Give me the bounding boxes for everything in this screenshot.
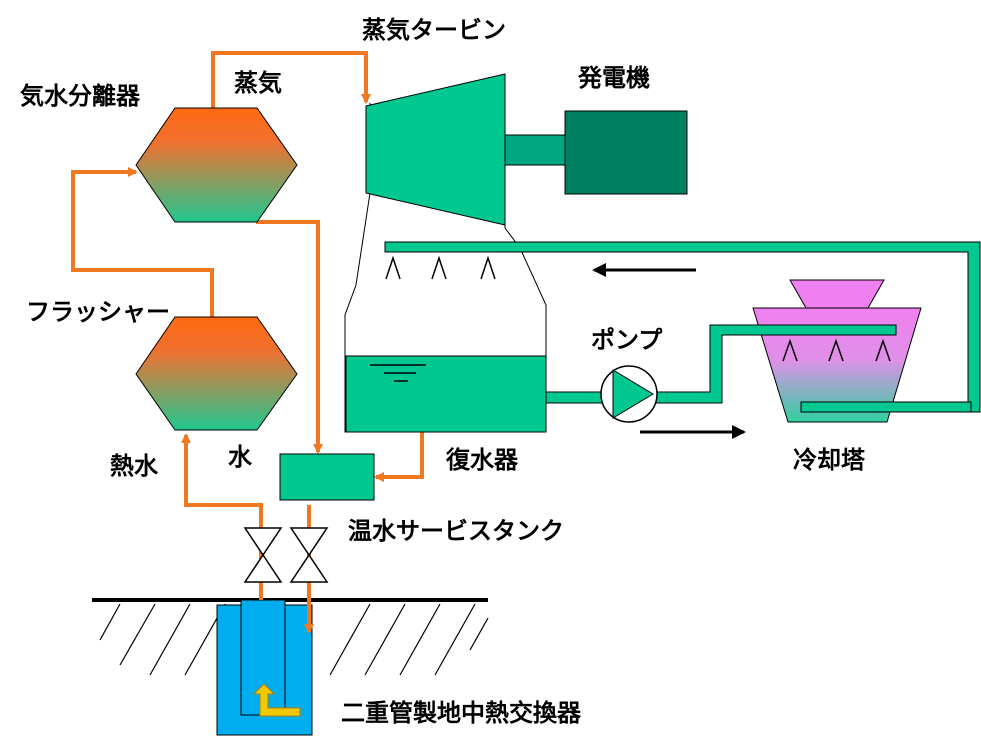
label-hot-water: 熱水 xyxy=(110,452,159,480)
tower-outlet-pipe xyxy=(800,401,972,413)
flasher-vessel xyxy=(135,316,298,431)
label-flasher: フラッシャー xyxy=(26,298,170,326)
tower-spray-nozzles xyxy=(782,338,891,362)
condenser xyxy=(344,103,547,433)
water-level-icon xyxy=(370,364,426,382)
label-hot-water-tank: 温水サービスタンク xyxy=(348,517,564,545)
valve-left-icon[interactable] xyxy=(243,527,283,583)
pipe-water-to-tank xyxy=(256,220,323,454)
label-cooling-tower: 冷却塔 xyxy=(793,446,866,474)
steam-turbine xyxy=(365,73,506,226)
hot-pipes xyxy=(71,51,424,634)
ground-hatching xyxy=(99,603,489,676)
condenser-spray-nozzles xyxy=(385,255,496,280)
label-steam: 蒸気 xyxy=(234,69,282,97)
upflow-arrow-icon xyxy=(252,683,301,717)
pipe-steam xyxy=(211,51,371,108)
turbine-shaft xyxy=(504,134,566,166)
ground-heat-exchanger xyxy=(216,599,313,736)
hot-water-tank xyxy=(279,453,375,501)
label-steam-turbine: 蒸気タービン xyxy=(362,16,506,44)
label-generator: 発電機 xyxy=(577,64,650,92)
label-water: 水 xyxy=(228,443,253,471)
label-separator: 気水分離器 xyxy=(20,82,141,110)
label-pump: ポンプ xyxy=(591,326,663,354)
generator xyxy=(564,110,688,195)
pipe-condenser-to-tank xyxy=(374,432,424,482)
label-condenser: 復水器 xyxy=(445,446,519,474)
pipe-flasher-to-separator xyxy=(71,167,214,317)
pump-icon[interactable] xyxy=(600,365,658,423)
label-heat-exchanger: 二重管製地中熱交換器 xyxy=(341,699,582,727)
valve-right-icon[interactable] xyxy=(289,527,329,583)
ground xyxy=(92,598,489,676)
separator-vessel xyxy=(135,107,298,223)
cooling-tower xyxy=(752,279,922,423)
